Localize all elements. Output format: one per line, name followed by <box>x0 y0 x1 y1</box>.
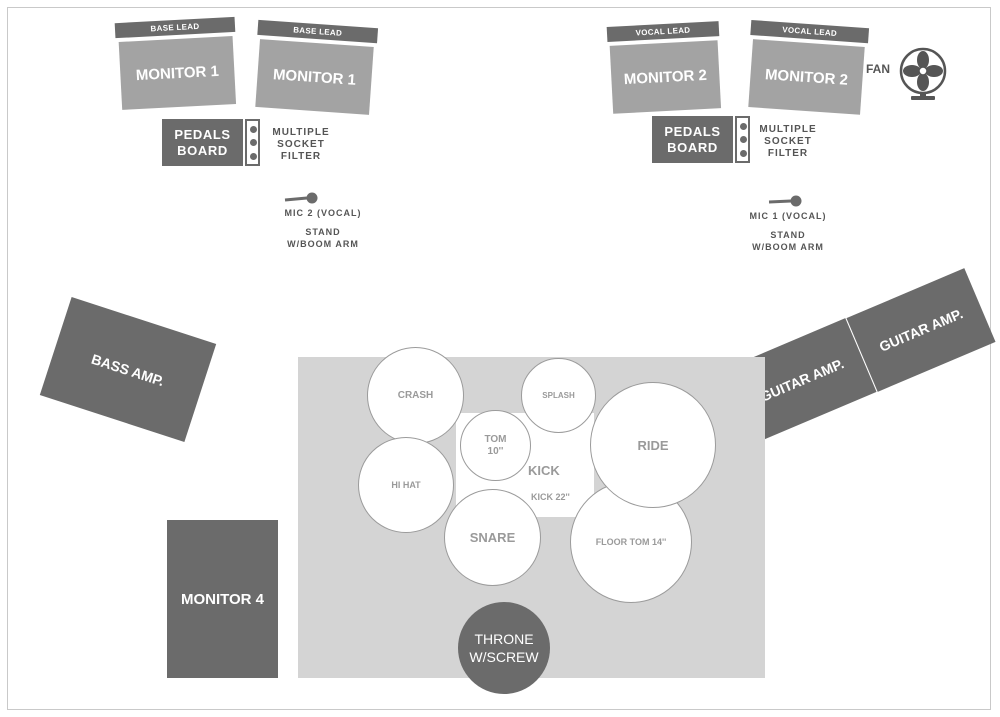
monitor-1-left-group: BASE LEAD MONITOR 1 <box>114 16 240 115</box>
drum-throne: THRONE W/SCREW <box>458 602 550 694</box>
monitor-2-left: MONITOR 2 <box>609 40 722 114</box>
socket-strip-right <box>735 116 750 163</box>
microphone-icon <box>284 192 318 204</box>
socket-label-left: MULTIPLE SOCKET FILTER <box>272 127 330 162</box>
monitor-4: MONITOR 4 <box>167 520 278 678</box>
kick-label: KICK <box>528 463 560 478</box>
microphone-icon <box>768 195 802 207</box>
monitor-2-left-group: VOCAL LEAD MONITOR 2 <box>606 21 724 119</box>
stage-plot-frame <box>7 7 991 710</box>
pedals-board-left: PEDALS BOARD <box>162 119 243 166</box>
mic-2-label: MIC 2 (VOCAL) STAND W/BOOM ARM <box>284 208 362 249</box>
monitor-2-right-group: VOCAL LEAD MONITOR 2 <box>745 19 870 120</box>
snare-drum: SNARE <box>444 489 541 586</box>
ride-cymbal: RIDE <box>590 382 716 508</box>
monitor-1-right-group: BASE LEAD MONITOR 1 <box>252 19 379 120</box>
kick-size-label: KICK 22'' <box>531 492 570 502</box>
fan-label: FAN <box>866 62 890 76</box>
socket-label-right: MULTIPLE SOCKET FILTER <box>759 124 817 159</box>
monitor-1-right: MONITOR 1 <box>255 39 374 115</box>
pedals-line-1: PEDALS <box>664 123 721 139</box>
pedals-board-right: PEDALS BOARD <box>652 116 733 163</box>
crash-cymbal: CRASH <box>367 347 464 444</box>
splash-cymbal: SPLASH <box>521 358 596 433</box>
hi-hat: HI HAT <box>358 437 454 533</box>
pedals-line-1: PEDALS <box>174 126 231 142</box>
fan-icon <box>899 47 947 100</box>
socket-strip-left <box>245 119 260 166</box>
pedals-line-2: BOARD <box>667 139 718 155</box>
pedals-line-2: BOARD <box>177 142 228 158</box>
mic-1-label: MIC 1 (VOCAL) STAND W/BOOM ARM <box>749 211 827 252</box>
monitor-1-left: MONITOR 1 <box>118 36 237 110</box>
tom-10: TOM 10'' <box>460 410 531 481</box>
monitor-2-right: MONITOR 2 <box>748 39 865 115</box>
